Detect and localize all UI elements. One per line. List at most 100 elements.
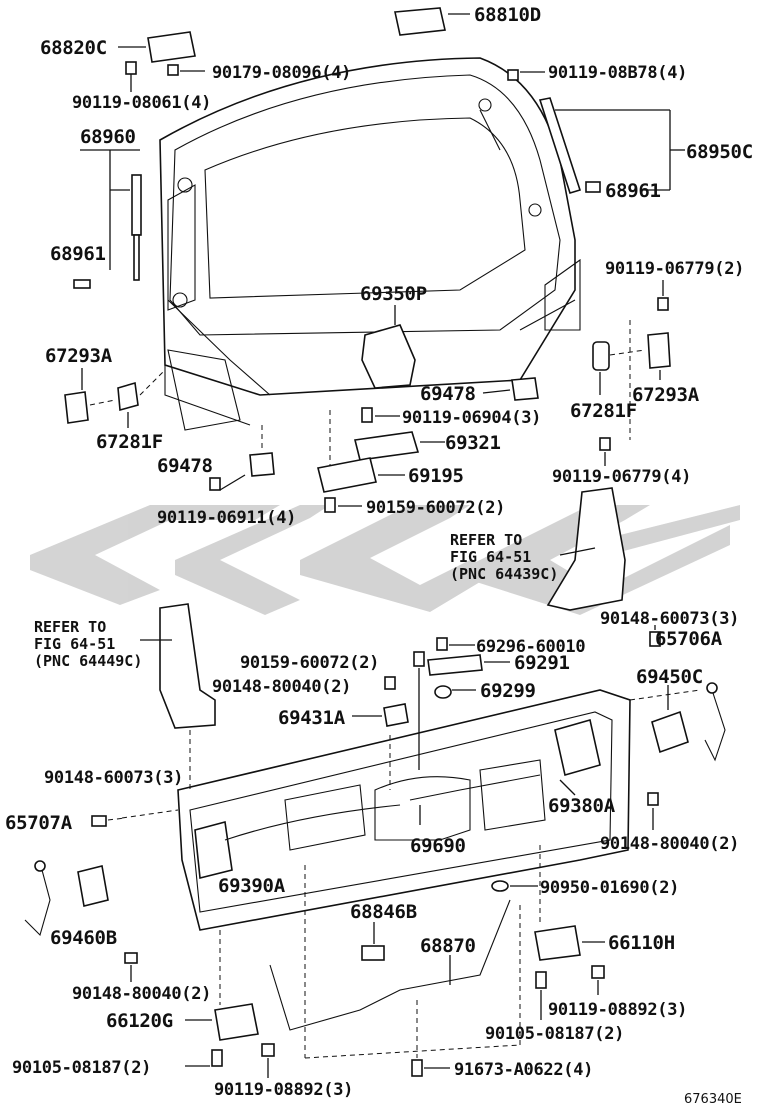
trim-panel-right <box>546 487 626 611</box>
part-label-69450C: 69450C <box>636 666 703 688</box>
part-label-69195: 69195 <box>408 465 464 487</box>
clip-69296-60010 <box>436 637 475 651</box>
part-label-68846B: 68846B <box>350 901 417 923</box>
part-label-65707A: 65707A <box>5 812 73 834</box>
clip-68846B <box>361 922 385 961</box>
part-label-68950C: 68950C <box>686 141 753 163</box>
part-label-90148-60073-left: 90148-60073(3) <box>44 768 183 788</box>
bolt-91673-A0622 <box>411 1000 450 1077</box>
bolt-90105-08187-left <box>185 1049 223 1067</box>
part-label-90119-08B78: 90119-08B78(4) <box>548 63 687 83</box>
bolt-90119-08892-left <box>261 1043 275 1078</box>
upper-door-panel <box>159 57 581 431</box>
bolt-90148-60073-left <box>91 815 126 827</box>
gas-strut-left <box>73 149 142 289</box>
bracket-69195 <box>317 410 405 493</box>
part-label-90119-06904: 90119-06904(3) <box>402 408 541 428</box>
grommet-90950-01690 <box>491 880 538 892</box>
bumper-67293A-right <box>629 320 671 440</box>
part-label-90950-01690: 90950-01690(2) <box>540 878 679 898</box>
part-label-69690: 69690 <box>410 835 466 857</box>
sensor-65706A <box>704 682 726 762</box>
nut-90179-08096 <box>167 64 205 76</box>
watermark-logo <box>30 505 740 615</box>
part-label-69296-60010: 69296-60010 <box>476 637 585 657</box>
bracket-69450C <box>651 685 689 754</box>
part-label-90119-08892-left: 90119-08892(3) <box>214 1080 353 1100</box>
part-label-90148-80040-right: 90148-80040(2) <box>600 834 739 854</box>
part-label-69299: 69299 <box>480 680 536 702</box>
part-label-90148-80040-top: 90148-80040(2) <box>212 677 351 697</box>
bolt-90119-08B78 <box>507 69 545 81</box>
part-label-90105-08187-right: 90105-08187(2) <box>485 1024 624 1044</box>
part-label-68961-right: 68961 <box>605 180 661 202</box>
cable-68870 <box>269 899 511 1031</box>
part-label-69321: 69321 <box>445 432 501 454</box>
screw-90148-80040-right <box>647 792 659 830</box>
rod-69690 <box>409 774 541 825</box>
reference-left-line2: FIG 64-51 <box>34 635 115 653</box>
trim-panel-left <box>140 603 216 729</box>
part-label-66120G: 66120G <box>106 1010 173 1032</box>
bolt-90159-60072-top <box>324 497 362 513</box>
screw-90148-80040-left <box>124 952 138 982</box>
latch-66120G <box>185 930 259 1041</box>
bracket-69460B <box>77 865 109 907</box>
part-label-90148-80040-left: 90148-80040(2) <box>72 984 211 1004</box>
bolt-90119-08892-right <box>591 965 605 995</box>
part-label-67281F-right: 67281F <box>570 400 637 422</box>
lock-actuator-69390A <box>194 804 401 879</box>
striker-69321 <box>354 431 445 461</box>
part-label-69460B: 69460B <box>50 927 117 949</box>
part-label-67281F-left: 67281F <box>96 431 163 453</box>
screw-90148-80040-top <box>384 676 396 690</box>
hinge-68820C <box>118 31 196 63</box>
lower-door-panel <box>177 689 631 931</box>
part-label-68810D: 68810D <box>474 4 541 26</box>
bolt-90119-06911 <box>209 474 246 491</box>
handle-69291 <box>427 654 510 676</box>
gas-strut-right <box>538 97 685 194</box>
assembly-guides <box>121 689 701 1059</box>
part-label-67293A-left: 67293A <box>45 345 113 367</box>
part-label-69350P: 69350P <box>360 283 427 305</box>
part-label-66110H: 66110H <box>608 932 675 954</box>
bolt-90148-60073-right <box>649 625 661 647</box>
part-label-68820C: 68820C <box>40 37 107 59</box>
bolt-90159-60072-lower <box>413 651 425 770</box>
hinge-68810D <box>394 7 470 36</box>
part-label-69380A: 69380A <box>548 795 616 817</box>
part-label-68961-left: 68961 <box>50 243 106 265</box>
reference-left-line3: (PNC 64449C) <box>34 652 142 670</box>
part-label-69478-right: 69478 <box>420 383 476 405</box>
part-label-90179-08096: 90179-08096(4) <box>212 63 351 83</box>
reference-right-line1: REFER TO <box>450 531 522 549</box>
part-label-90159-60072-top: 90159-60072(2) <box>366 498 505 518</box>
part-label-90159-60072-lower: 90159-60072(2) <box>240 653 379 673</box>
bolt-90105-08187-right <box>535 971 547 1020</box>
part-label-67293A-right: 67293A <box>632 384 700 406</box>
part-label-90119-06911: 90119-06911(4) <box>157 508 296 528</box>
stopper-67281F-left <box>117 369 166 428</box>
bolt-90119-06779-bottom <box>599 437 611 466</box>
hinge-69478-right <box>482 377 539 401</box>
part-label-90119-08061: 90119-08061(4) <box>72 93 211 113</box>
part-label-69431A: 69431A <box>278 707 346 729</box>
part-label-68870: 68870 <box>420 935 476 957</box>
bumper-67293A-left <box>64 368 116 424</box>
part-label-65706A: 65706A <box>655 628 723 650</box>
bolt-90119-06904 <box>361 407 400 423</box>
part-label-68960: 68960 <box>80 126 136 148</box>
reference-left-line1: REFER TO <box>34 618 106 636</box>
bolt-90119-08061 <box>125 61 137 92</box>
bolt-90119-06779-top <box>657 280 669 311</box>
reference-right-line3: (PNC 64439C) <box>450 565 558 583</box>
sensor-65707A <box>24 860 51 937</box>
part-label-91673-A0622: 91673-A0622(4) <box>454 1060 593 1080</box>
part-label-69291: 69291 <box>514 652 570 674</box>
latch-66110H <box>534 925 605 961</box>
document-id: 676340E <box>684 1092 742 1107</box>
latch-69350P <box>361 305 416 389</box>
part-label-90148-60073-right: 90148-60073(3) <box>600 609 739 629</box>
part-label-90119-08892-right: 90119-08892(3) <box>548 1000 687 1020</box>
